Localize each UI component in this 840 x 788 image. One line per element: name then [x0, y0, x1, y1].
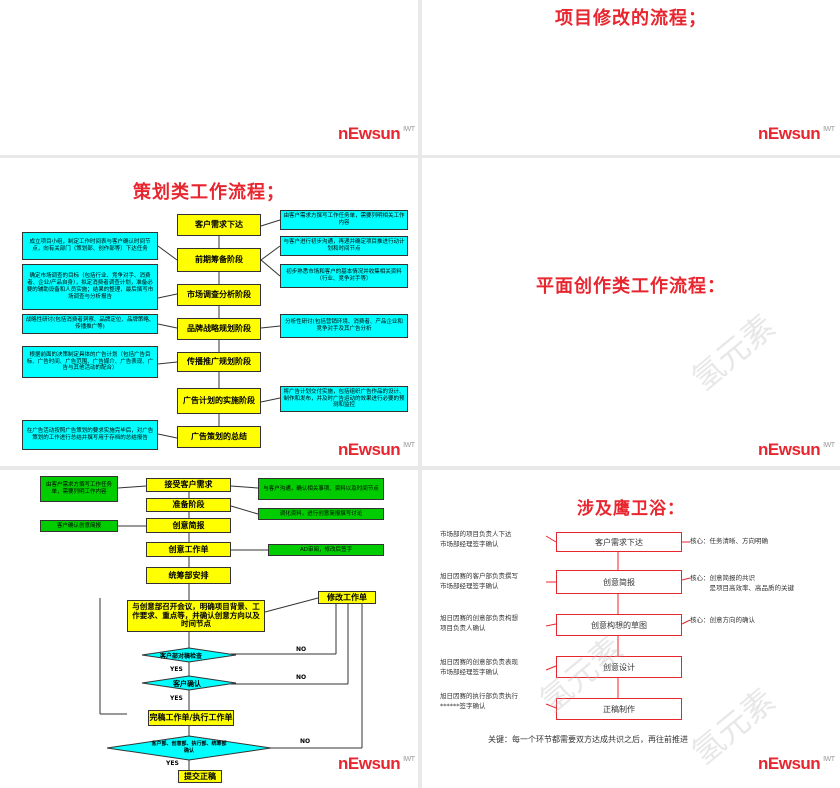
flow-step: 创意构想的草图 [556, 614, 682, 636]
left-note: 旭日因赛的执行部负责执行 ******签字确认 [440, 692, 518, 710]
flow-step: 品牌战略规划阶段 [177, 318, 261, 340]
green-note: 由客户需求方撰写工作任务单，需要列明工作内容 [40, 476, 118, 502]
connector-lines [545, 535, 691, 709]
green-note: 与客户沟通，确认相关事项、资料以及时间节点 [258, 478, 384, 500]
flow-step: 前期筹备阶段 [177, 248, 261, 272]
slide-5[interactable]: 由客户需求方撰写工作任务单，需要列明工作内容 与客户沟通，确认相关事项、资料以及… [0, 470, 418, 788]
connector-lines [157, 219, 281, 439]
note-box: 由客户需求方撰写工作任务单，需要列明相关工作内容 [280, 210, 408, 230]
note-box: 确定市场调查的目标（包括行业、竞争对手、消费者、企业/产品自身），拟定消费者调查… [22, 264, 158, 310]
note-box: 与客户进行初步沟通，再递并确定项目推进行动计划和时间节点 [280, 236, 408, 256]
submit-step: 提交正稿 [178, 770, 222, 783]
left-note: 旭日因赛的客户部负责撰写 市场部经理签字确认 [440, 572, 518, 590]
flow-step: 正稿制作 [556, 698, 682, 720]
left-note: 市场部的项目负责人下达 市场部经理签字确认 [440, 530, 512, 548]
final-sheet-step: 完稿工作单/执行工作单 [148, 710, 234, 726]
slide-title: 策划类工作流程； [133, 182, 285, 203]
flow-step: 客户需求下达 [556, 532, 682, 552]
decision-label: 客户部、创意部、执行部、统筹部确认 [151, 741, 227, 754]
flow-step: 广告计划的实施阶段 [177, 388, 261, 414]
green-note: AD审阅，修改后签字 [268, 544, 384, 556]
note-box: 在广告活动按照广告策划的要求实施完毕后，对广告策划的工作进行总结并撰写用于存档的… [22, 420, 158, 450]
yes-label: YES [170, 666, 183, 673]
modify-sheet-step: 修改工作单 [318, 591, 376, 604]
decision-label: 客户确认 [173, 680, 201, 688]
no-label: NO [296, 646, 307, 653]
green-note: 调化资料，进行创意简报撰写讨论 [258, 508, 384, 520]
right-note: 核心：创意方向的确认 [690, 616, 755, 624]
slide-title: 项目修改的流程； [555, 8, 707, 29]
slide-title: 涉及鹰卫浴： [577, 499, 685, 519]
flow-step: 创意工作单 [146, 542, 231, 557]
note-box: 分析性研讨(包括营销环境、消费者、产品企业和竞争对手及其广告分析 [280, 314, 408, 338]
note-box: 根据前面的决策制定具体的广告计划（包括广告目标、广告时间、广告范围、广告媒介、广… [22, 346, 158, 378]
flow-step: 广告策划的总结 [177, 426, 261, 448]
decision-shapes [106, 647, 272, 761]
yes-label: YES [170, 695, 183, 702]
flow-step: 客户需求下达 [177, 214, 261, 236]
no-label: NO [296, 674, 307, 681]
connector-lines [99, 485, 363, 770]
right-note: 核心：创意简报的共识 是项目高效率、高品质的关键 [690, 574, 794, 592]
flow-step: 创意设计 [556, 656, 682, 678]
note-box: 将广告计划交付实施，包括组织广告作品的设计、制作和发布，并及时广告运动的效果进行… [280, 386, 408, 412]
yes-label: YES [166, 760, 179, 767]
left-note: 旭日因赛的创意部负责构想 项目负责人确认 [440, 614, 518, 632]
left-note: 旭日因赛的创意部负责表现 市场部经理签字确认 [440, 658, 518, 676]
flow-step: 传播推广规划阶段 [177, 352, 261, 372]
footer-key-note: 关键：每一个环节都需要双方达成共识之后，再往前推进 [488, 735, 688, 744]
flow-step: 市场调查分析阶段 [177, 284, 261, 306]
flow-step: 准备阶段 [146, 498, 231, 512]
note-box: 初步熟悉市场和客户的基本情况并收集相关资料（行业、竞争对手等） [280, 264, 408, 288]
meeting-step: 与创意部召开会议，明确项目背景、工作要求、重点等，并确认创意方向以及时间节点 [127, 600, 265, 632]
watermark: 氢元素 [684, 307, 783, 398]
slide-3[interactable]: 策划类工作流程； 客户需求下达 前期筹备阶段 市场调查分析阶段 品牌战略规划阶段… [0, 158, 418, 466]
slide-6[interactable]: 涉及鹰卫浴： 客户需求下达 创意简报 创意构想的草图 创意设计 正稿制作 市场部… [422, 470, 840, 788]
note-box: 成立项目小组，制定工作时间表与客户确认时间节点，向有关部门（策划部、创作部等）下… [22, 232, 158, 260]
flow-step: 接受客户需求 [146, 478, 231, 492]
flow-step: 创意简报 [556, 570, 682, 594]
note-box: 战略性研讨(包括消费者洞察、品牌定位、品牌策略、传播推广等) [22, 314, 158, 334]
right-note: 核心：任务清晰、方向明确 [690, 537, 768, 545]
no-label: NO [300, 738, 311, 745]
decision-label: 客户部对稿检查 [160, 653, 203, 660]
flow-step: 创意简报 [146, 518, 231, 533]
green-note: 客户确认创意简报 [40, 520, 118, 532]
slide-title: 平面创作类工作流程： [536, 276, 726, 297]
flow-step: 统筹部安排 [146, 567, 231, 584]
